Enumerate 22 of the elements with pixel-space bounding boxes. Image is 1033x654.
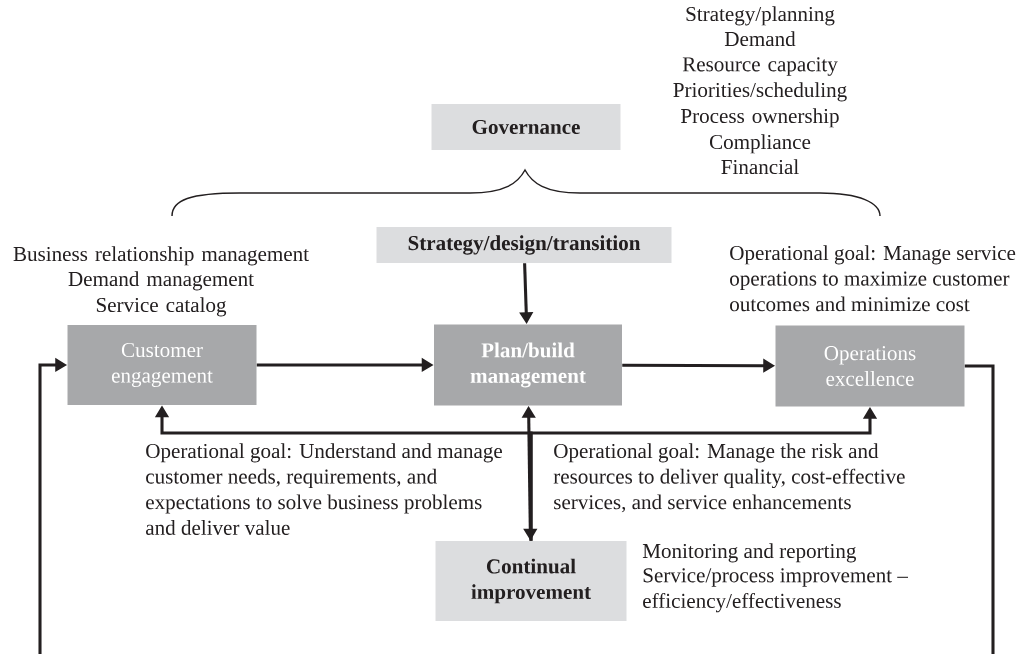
label-box: Continual improvement <box>435 541 627 621</box>
goal-text: Operational goal: Manage the risk and resources to deliver quality, cost-effective services, and service enhancements <box>553 443 905 513</box>
annotation-text: Process ownership <box>681 108 839 128</box>
annotation-text: Compliance <box>709 134 811 154</box>
process-box: Customer engagement <box>67 325 257 405</box>
annotation-text: Service/process improvement – efficiency/effectiveness <box>643 568 908 613</box>
annotation-text: Business relationship management <box>13 246 309 266</box>
annotation-text: Priorities/scheduling <box>673 82 847 102</box>
annotation-text: Demand <box>724 31 796 47</box>
annotation-text: Financial <box>721 159 799 175</box>
goal-text: Operational goal: Manage service operations to maximize customer outcomes and minimize cost <box>730 245 1016 312</box>
process-box: Plan/build management <box>434 324 622 406</box>
annotation-text: Service catalog <box>96 297 227 317</box>
annotation-text: Monitoring and reporting <box>642 543 856 563</box>
annotation-text: Demand management <box>68 271 254 291</box>
annotation-text: Strategy/planning <box>686 6 835 26</box>
label-box: Strategy/design/transition <box>376 227 672 263</box>
label-box: Governance <box>431 104 621 150</box>
arrow <box>38 357 995 654</box>
goal-text: Operational goal: Understand and manage customer needs, requirements, and expectations to solve business problems and deliver value <box>146 443 502 535</box>
annotation-text: Resource capacity <box>682 57 838 76</box>
process-box: Operations excellence <box>775 325 965 407</box>
